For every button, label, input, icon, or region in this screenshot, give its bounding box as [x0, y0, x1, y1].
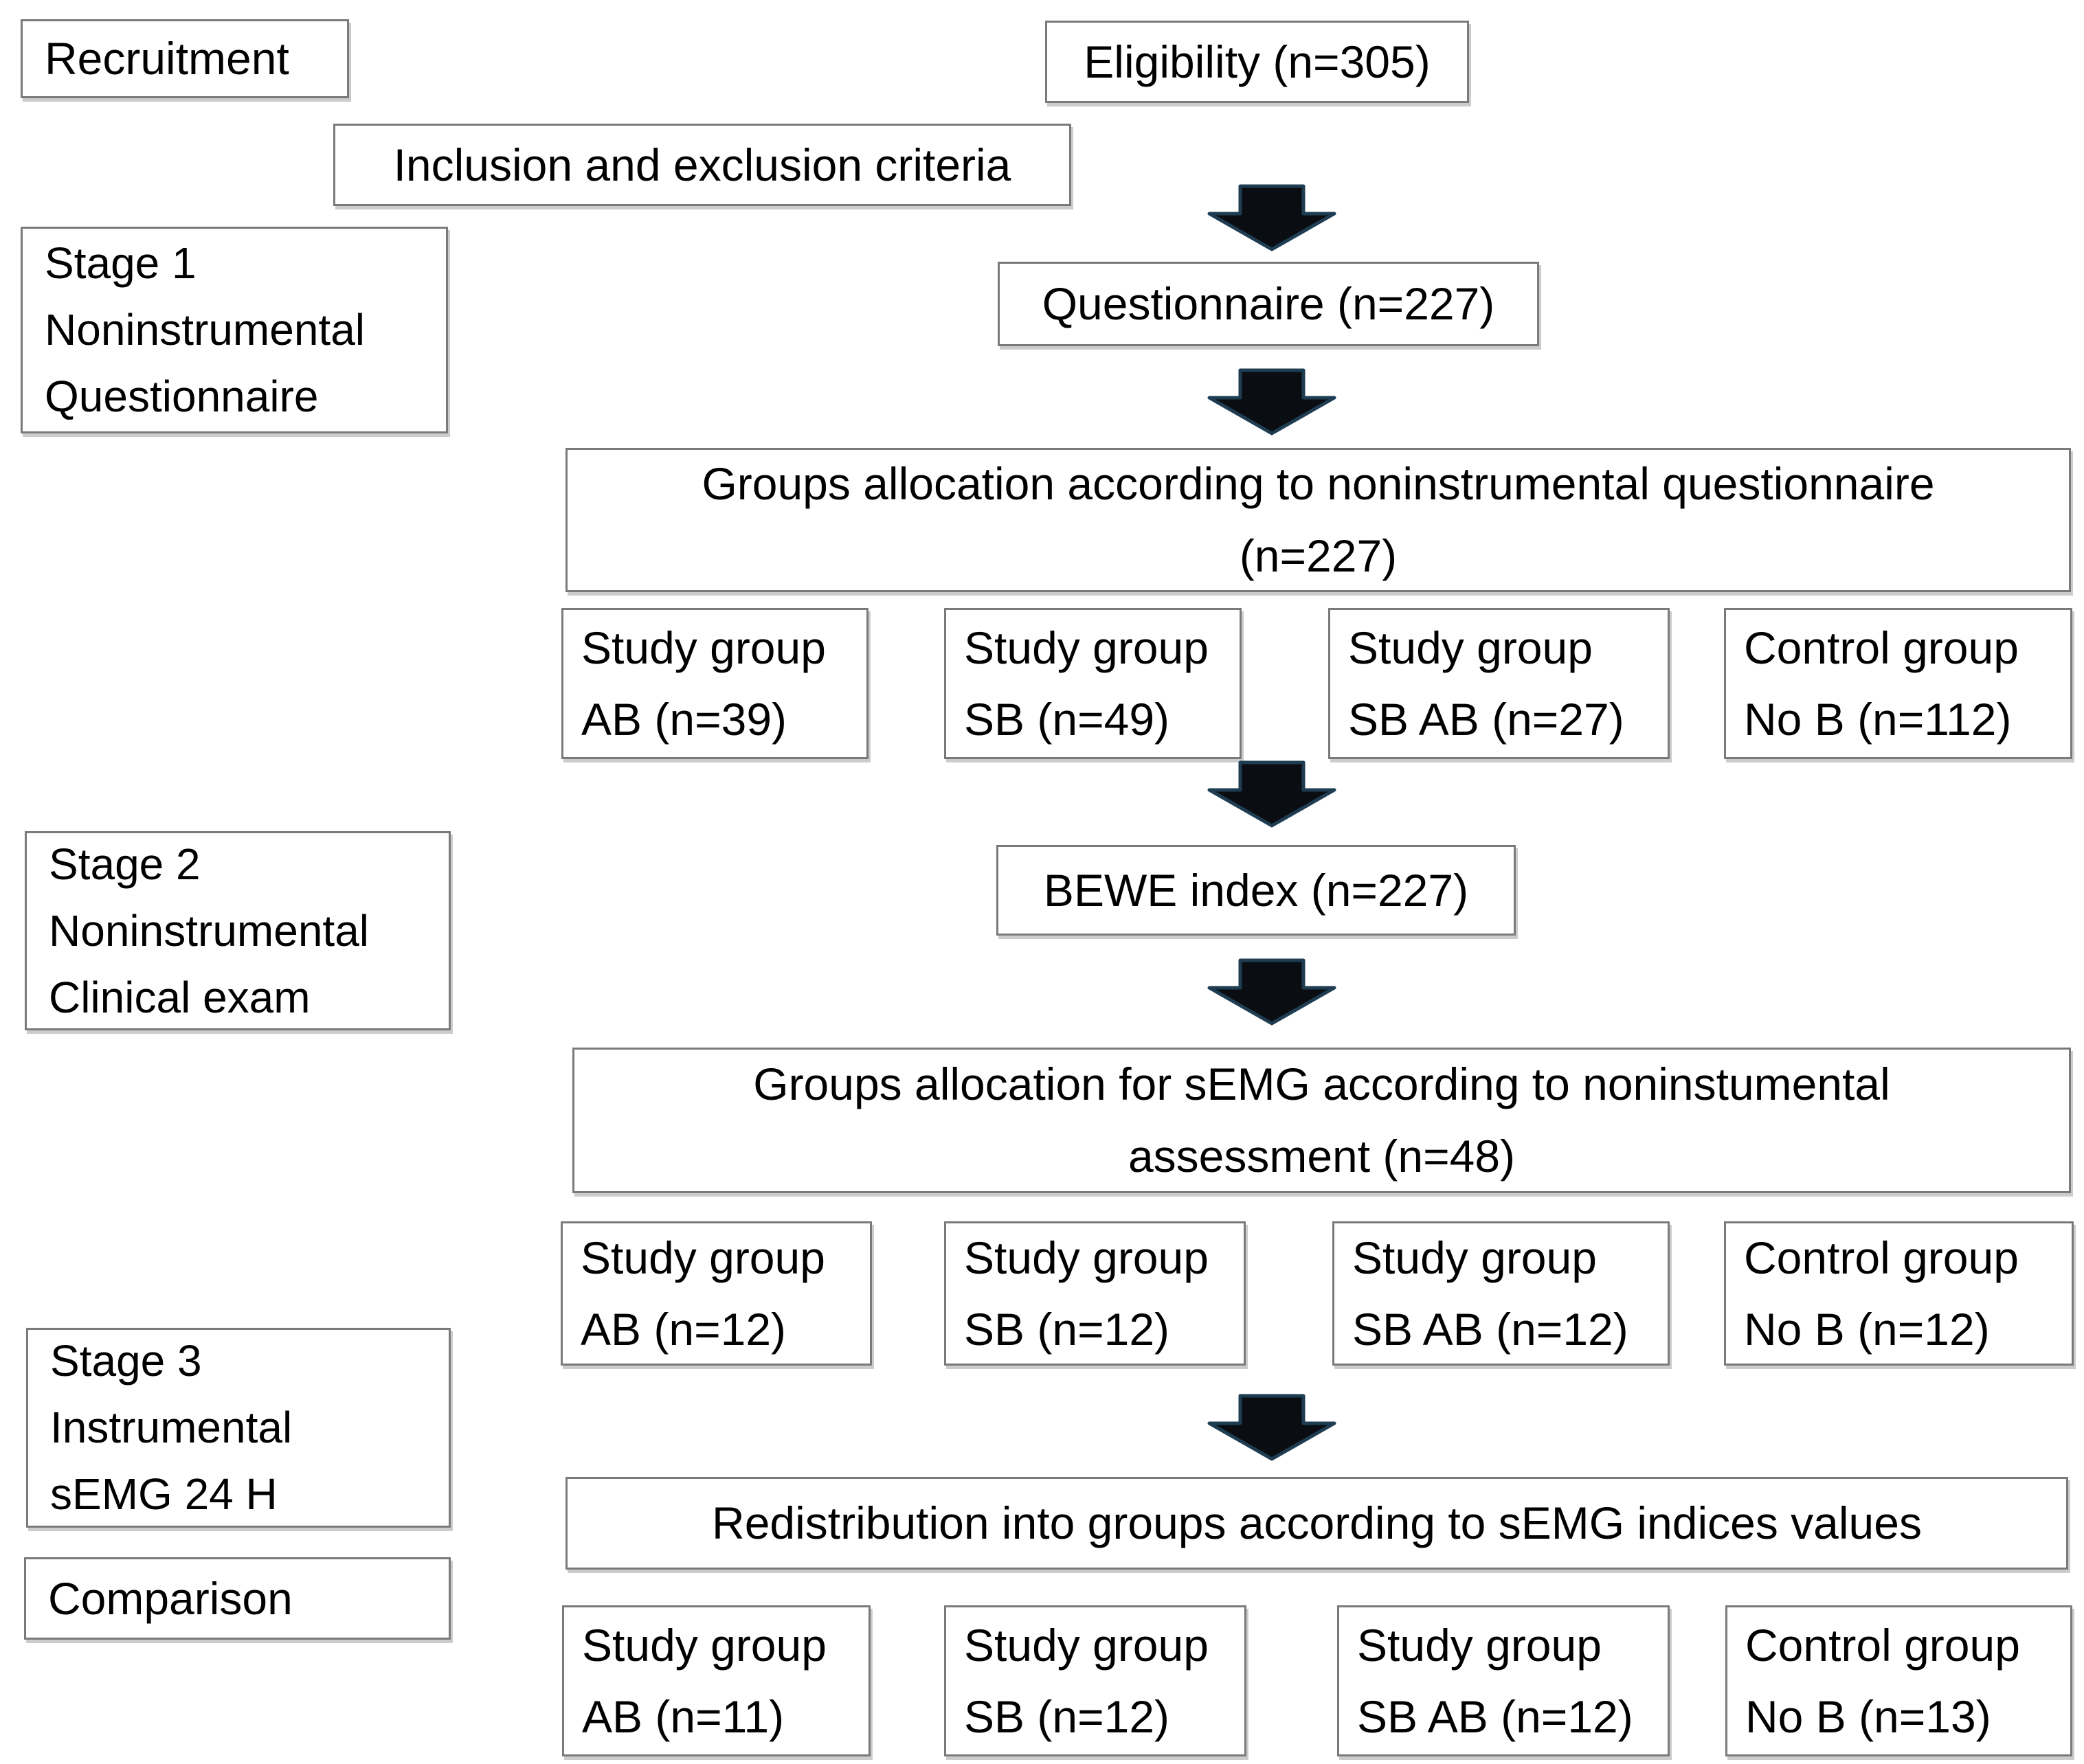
- stage3-line1: Stage 3: [50, 1336, 202, 1386]
- group-label: Study group: [964, 622, 1209, 673]
- down-arrow-icon: [1207, 368, 1336, 436]
- inclusion-criteria-label: Inclusion and exclusion criteria: [393, 139, 1011, 190]
- questionnaire-label: Questionnaire (n=227): [1042, 278, 1495, 330]
- group-count: SB (n=49): [964, 694, 1169, 745]
- group-label: Study group: [1352, 1232, 1597, 1283]
- group-count: SB (n=12): [964, 1691, 1169, 1742]
- group-box-row3-sbab: Study group SB AB (n=12): [1337, 1605, 1670, 1756]
- redistribution-label: Redistribution into groups according to …: [712, 1497, 1922, 1549]
- group-label: Study group: [964, 1620, 1209, 1671]
- stage1-line1: Stage 1: [45, 238, 197, 288]
- group-label: Control group: [1744, 622, 2019, 673]
- recruitment-box: Recruitment: [21, 19, 349, 98]
- recruitment-label: Recruitment: [45, 33, 289, 84]
- allocation-questionnaire-line1: Groups allocation according to noninstru…: [702, 458, 1935, 509]
- group-box-row3-ab: Study group AB (n=11): [562, 1605, 871, 1756]
- group-label: Study group: [1348, 622, 1593, 673]
- group-count: SB (n=12): [964, 1304, 1169, 1355]
- group-count: AB (n=12): [581, 1304, 786, 1355]
- stage3-line2: Instrumental: [50, 1403, 293, 1452]
- group-label: Study group: [582, 1620, 827, 1671]
- group-label: Study group: [1357, 1620, 1602, 1671]
- down-arrow-icon: [1207, 760, 1336, 828]
- inclusion-criteria-box: Inclusion and exclusion criteria: [333, 124, 1071, 206]
- questionnaire-box: Questionnaire (n=227): [998, 262, 1539, 346]
- allocation-questionnaire-box: Groups allocation according to noninstru…: [565, 448, 2071, 592]
- stage2-line2: Noninstrumental: [49, 905, 369, 956]
- allocation-semg-box: Groups allocation for sEMG according to …: [572, 1048, 2071, 1193]
- bewe-index-label: BEWE index (n=227): [1043, 864, 1469, 916]
- allocation-semg-line2: assessment (n=48): [1128, 1131, 1516, 1181]
- group-count: SB AB (n=12): [1352, 1304, 1628, 1355]
- stage3-line3: sEMG 24 H: [50, 1469, 278, 1519]
- group-box-row2-sb: Study group SB (n=12): [944, 1221, 1246, 1366]
- group-label: Study group: [581, 622, 826, 673]
- group-label: Study group: [581, 1232, 825, 1283]
- allocation-semg-line1: Groups allocation for sEMG according to …: [753, 1059, 1890, 1109]
- group-box-row1-sbab: Study group SB AB (n=27): [1328, 608, 1670, 759]
- group-count: AB (n=39): [581, 694, 787, 745]
- group-box-row1-nob: Control group No B (n=112): [1724, 608, 2072, 759]
- stage2-line1: Stage 2: [49, 839, 201, 889]
- comparison-box: Comparison: [24, 1557, 451, 1640]
- redistribution-box: Redistribution into groups according to …: [565, 1477, 2068, 1570]
- stage2-line3: Clinical exam: [49, 972, 311, 1022]
- down-arrow-icon: [1207, 184, 1336, 251]
- eligibility-label: Eligibility (n=305): [1084, 36, 1431, 87]
- group-box-row2-sbab: Study group SB AB (n=12): [1332, 1221, 1670, 1366]
- stage1-box: Stage 1 Noninstrumental Questionnaire: [21, 227, 448, 433]
- stage3-box: Stage 3 Instrumental sEMG 24 H: [26, 1328, 451, 1528]
- group-count: No B (n=112): [1744, 694, 2012, 745]
- stage1-line2: Noninstrumental: [45, 305, 365, 354]
- group-count: AB (n=11): [582, 1691, 785, 1742]
- eligibility-box: Eligibility (n=305): [1045, 21, 1469, 103]
- group-count: No B (n=12): [1744, 1304, 1990, 1355]
- stage2-box: Stage 2 Noninstrumental Clinical exam: [25, 831, 451, 1030]
- group-box-row2-ab: Study group AB (n=12): [561, 1221, 872, 1366]
- group-box-row2-nob: Control group No B (n=12): [1724, 1221, 2074, 1366]
- group-label: Control group: [1745, 1620, 2020, 1671]
- group-count: No B (n=13): [1745, 1691, 1991, 1742]
- group-label: Study group: [964, 1232, 1209, 1283]
- down-arrow-icon: [1207, 1394, 1336, 1461]
- group-box-row1-sb: Study group SB (n=49): [944, 608, 1242, 759]
- group-box-row1-ab: Study group AB (n=39): [561, 608, 869, 759]
- allocation-questionnaire-line2: (n=227): [1239, 530, 1398, 581]
- down-arrow-icon: [1207, 958, 1336, 1026]
- comparison-label: Comparison: [48, 1572, 293, 1624]
- group-count: SB AB (n=12): [1357, 1691, 1633, 1742]
- group-label: Control group: [1744, 1232, 2019, 1283]
- group-count: SB AB (n=27): [1348, 694, 1624, 745]
- stage1-line3: Questionnaire: [45, 372, 319, 421]
- group-box-row3-nob: Control group No B (n=13): [1725, 1605, 2072, 1756]
- bewe-index-box: BEWE index (n=227): [996, 845, 1516, 936]
- group-box-row3-sb: Study group SB (n=12): [944, 1605, 1246, 1756]
